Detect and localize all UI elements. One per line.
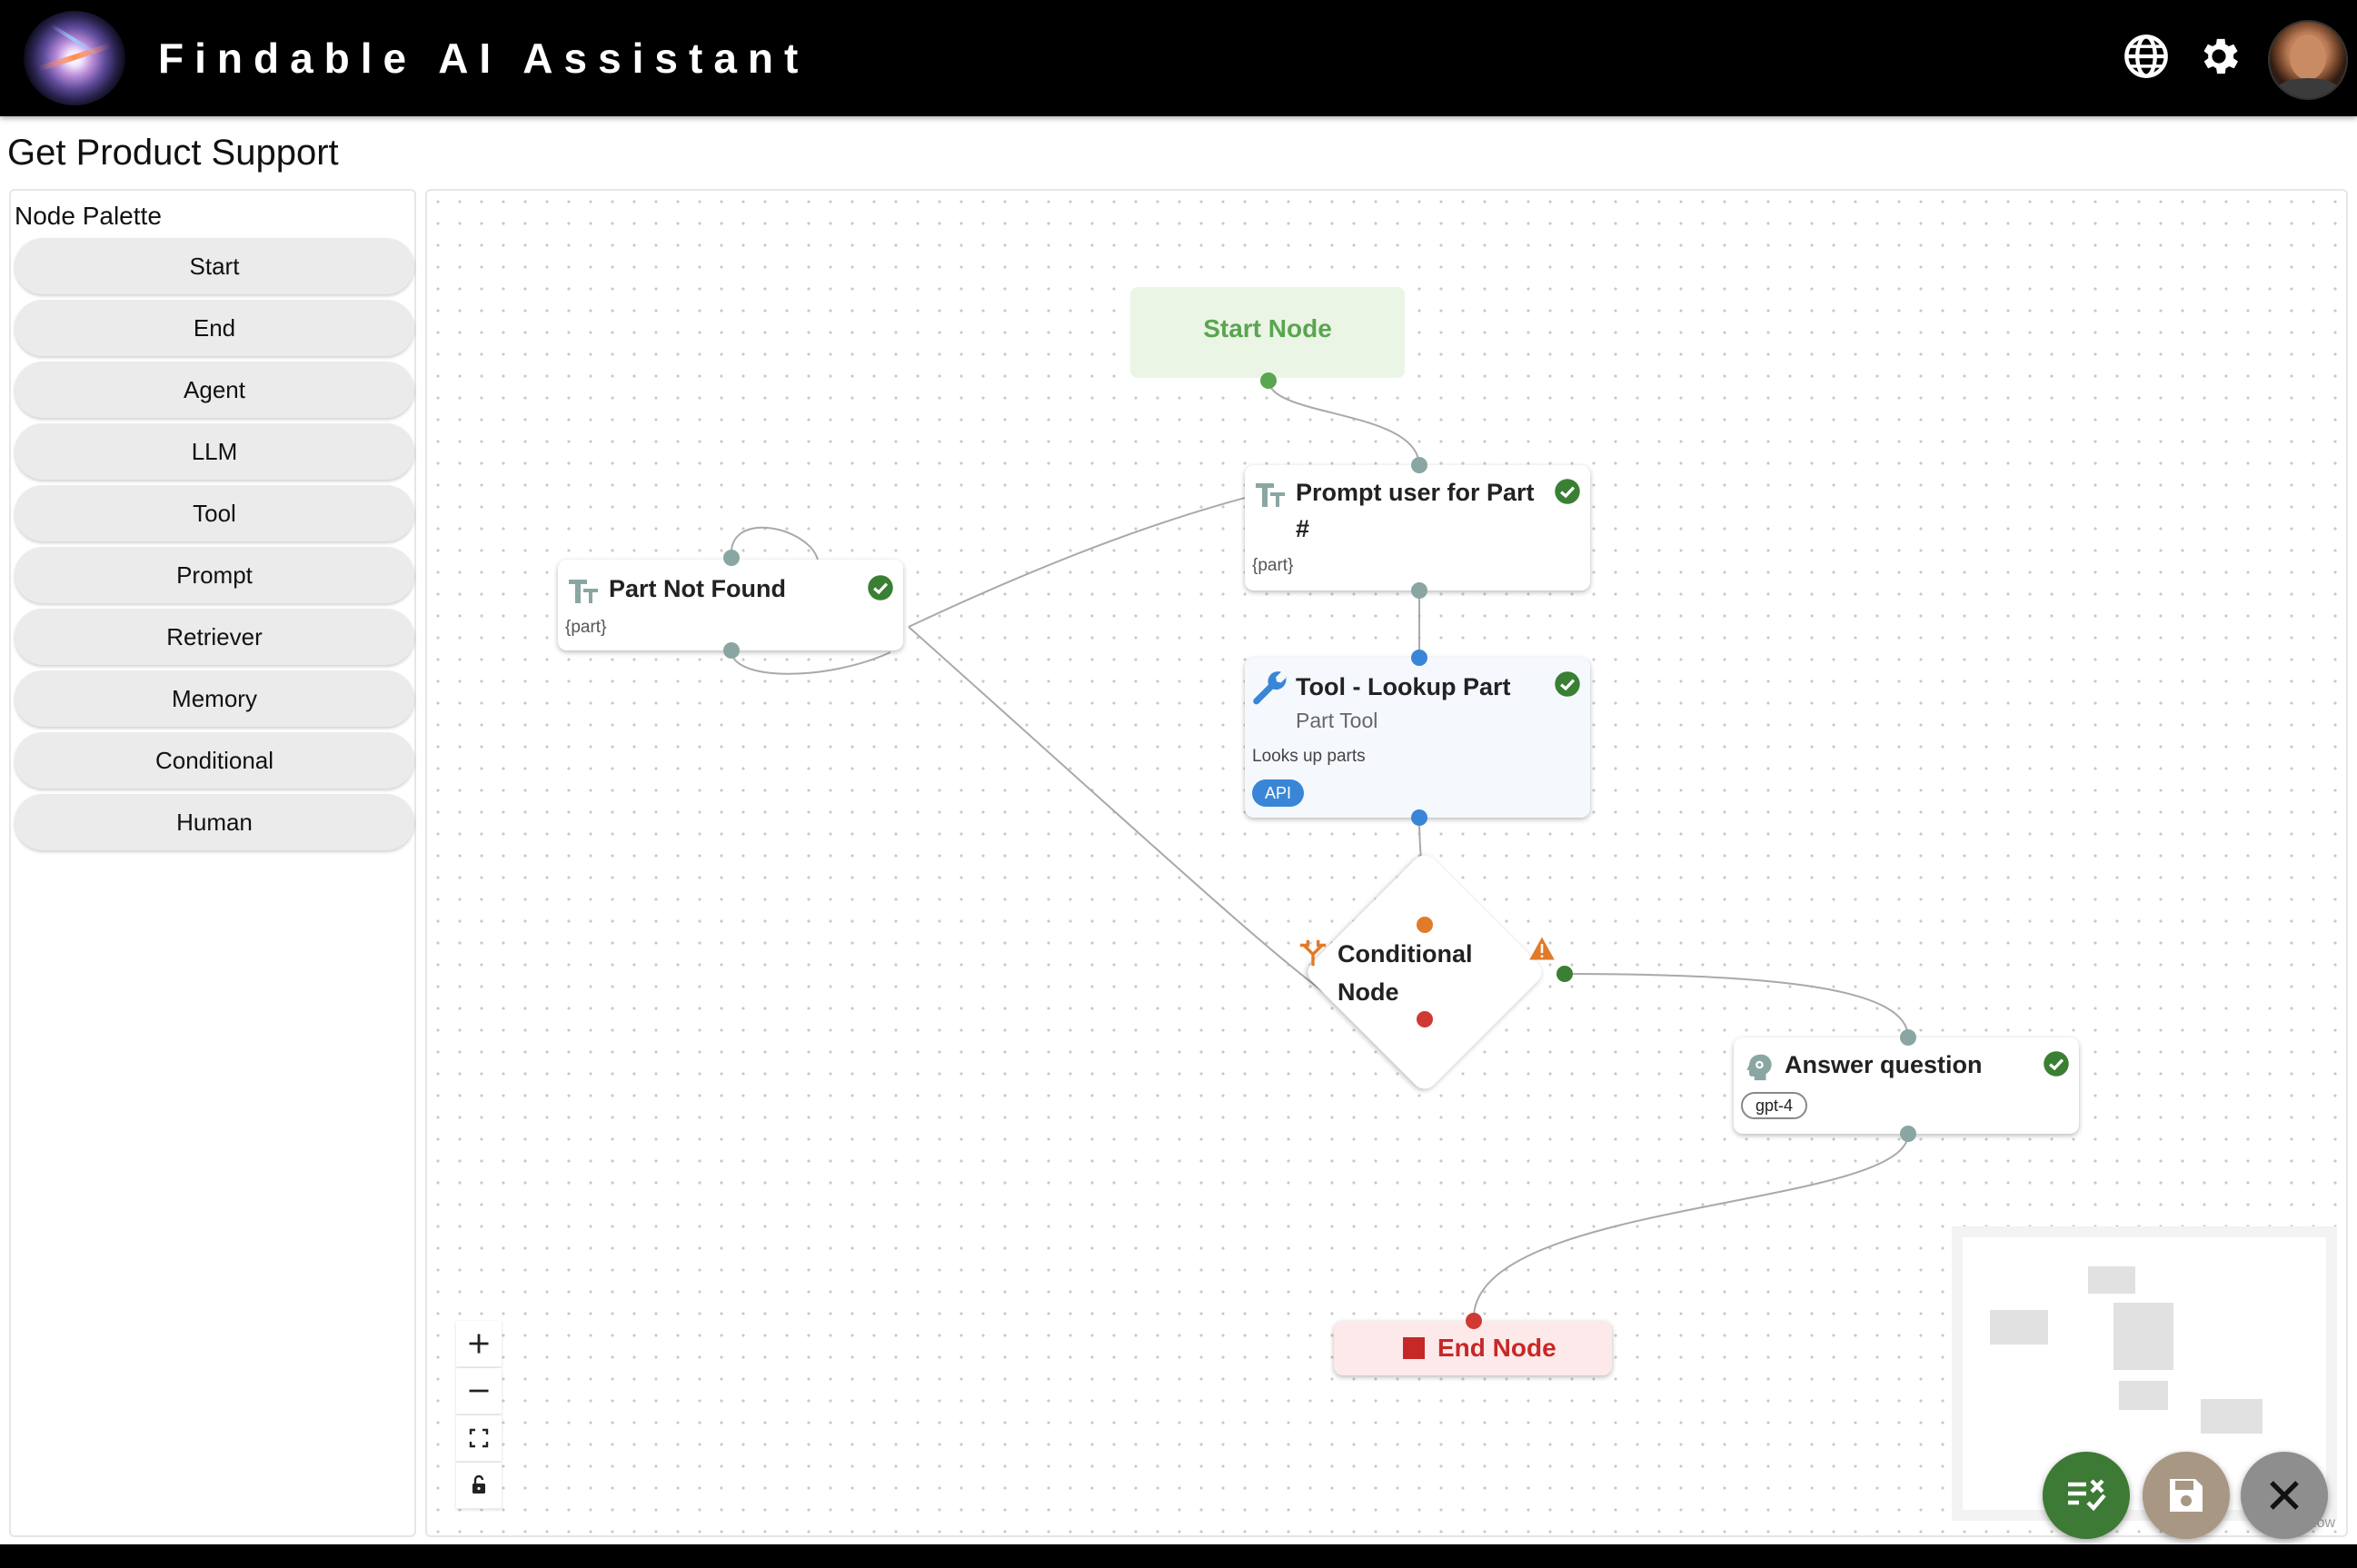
start-node-source-handle[interactable]: [1260, 372, 1277, 389]
minimap-node: [1990, 1310, 2048, 1345]
check-circle-icon: [1555, 671, 1580, 697]
flow-canvas[interactable]: Start Node Prompt user for Part # {part}…: [425, 189, 2348, 1537]
conditional-true-handle[interactable]: [1556, 966, 1573, 982]
tool-lookup-source-handle[interactable]: [1411, 809, 1427, 826]
minimap-node: [2088, 1266, 2135, 1294]
prompt-part-var: {part}: [1252, 556, 1294, 575]
palette-item-agent[interactable]: Agent: [15, 362, 414, 418]
fork-icon: [1299, 939, 1327, 967]
edge-partnotfound-loop: [731, 650, 891, 675]
tool-lookup-node[interactable]: Tool - Lookup Part Part Tool Looks up pa…: [1245, 658, 1590, 818]
start-node[interactable]: Start Node: [1130, 287, 1405, 378]
answer-node[interactable]: Answer question gpt-4: [1734, 1037, 2079, 1134]
tool-lookup-description: Looks up parts: [1252, 747, 1366, 766]
minimap-node: [2113, 1303, 2173, 1370]
fit-view-icon: [469, 1428, 489, 1448]
answer-title: Answer question: [1785, 1051, 1983, 1078]
node-palette: Node Palette Start End Agent LLM Tool Pr…: [9, 189, 416, 1537]
app-header: Findable AI Assistant: [0, 0, 2357, 116]
palette-item-retriever[interactable]: Retriever: [15, 609, 414, 665]
part-not-found-source-handle[interactable]: [723, 642, 740, 659]
edge-answer-to-end: [1473, 1133, 1909, 1316]
prompt-part-source-handle[interactable]: [1411, 582, 1427, 599]
close-icon: [2270, 1481, 2299, 1510]
end-node-target-handle[interactable]: [1466, 1313, 1482, 1329]
api-badge: API: [1252, 779, 1305, 807]
tool-lookup-title: Tool - Lookup Part: [1296, 673, 1511, 700]
palette-item-llm[interactable]: LLM: [15, 423, 414, 480]
zoom-out-button[interactable]: [456, 1368, 502, 1414]
minimap-node: [2119, 1381, 2168, 1410]
app-title: Findable AI Assistant: [158, 35, 810, 82]
save-icon: [2170, 1479, 2203, 1512]
prompt-part-title-1: Prompt user for Part: [1296, 479, 1535, 506]
part-not-found-var: {part}: [565, 618, 607, 637]
minus-icon: [469, 1389, 489, 1393]
palette-item-memory[interactable]: Memory: [15, 670, 414, 727]
palette-item-tool[interactable]: Tool: [15, 485, 414, 541]
lock-icon: [472, 1474, 485, 1494]
answer-target-handle[interactable]: [1900, 1029, 1916, 1046]
zoom-in-button[interactable]: [456, 1321, 502, 1367]
palette-item-human[interactable]: Human: [15, 794, 414, 850]
check-circle-icon: [868, 575, 893, 600]
tool-lookup-subtitle: Part Tool: [1296, 709, 1378, 732]
gear-icon[interactable]: [2195, 33, 2243, 80]
edge-conditional-to-answer: [1564, 973, 1909, 1038]
answer-source-handle[interactable]: [1900, 1126, 1916, 1142]
plus-icon: [469, 1334, 489, 1354]
check-circle-icon: [1555, 479, 1580, 504]
validate-button[interactable]: [2043, 1452, 2130, 1539]
prompt-part-target-handle[interactable]: [1411, 457, 1427, 473]
check-circle-icon: [2044, 1051, 2069, 1077]
palette-item-start[interactable]: Start: [15, 238, 414, 294]
part-not-found-node[interactable]: Part Not Found {part}: [558, 560, 903, 650]
part-not-found-target-handle[interactable]: [723, 550, 740, 566]
page-title: Get Product Support: [7, 133, 339, 173]
palette-item-conditional[interactable]: Conditional: [15, 732, 414, 789]
minimap-node: [2201, 1399, 2263, 1434]
conditional-false-handle[interactable]: [1417, 1011, 1433, 1027]
conditional-target-handle[interactable]: [1417, 917, 1433, 933]
user-avatar[interactable]: [2268, 20, 2348, 100]
tool-lookup-target-handle[interactable]: [1411, 650, 1427, 666]
wrench-icon: [1253, 671, 1287, 705]
conditional-title-1: Conditional: [1338, 940, 1473, 968]
text-icon: [569, 580, 598, 603]
prompt-part-node[interactable]: Prompt user for Part # {part}: [1245, 465, 1590, 590]
warning-icon: [1529, 937, 1555, 960]
prompt-part-title-2: #: [1296, 515, 1310, 542]
palette-item-prompt[interactable]: Prompt: [15, 547, 414, 603]
lock-button[interactable]: [456, 1463, 502, 1509]
save-button[interactable]: [2143, 1452, 2230, 1539]
stop-icon: [1403, 1337, 1425, 1359]
checklist-icon: [2068, 1479, 2106, 1512]
app-logo: [24, 11, 125, 105]
palette-title: Node Palette: [15, 202, 162, 230]
model-chip: gpt-4: [1741, 1092, 1808, 1119]
part-not-found-title: Part Not Found: [609, 575, 786, 602]
edge-partnotfound-top: [730, 526, 819, 561]
close-button[interactable]: [2241, 1452, 2328, 1539]
bottom-bar: [0, 1544, 2357, 1568]
end-node[interactable]: End Node: [1334, 1321, 1612, 1375]
fit-view-button[interactable]: [456, 1415, 502, 1462]
start-node-label: Start Node: [1203, 314, 1332, 342]
globe-icon[interactable]: [2123, 33, 2170, 80]
edge-start-to-prompt: [1268, 379, 1420, 466]
llm-icon: [1746, 1054, 1772, 1081]
conditional-title-2: Node: [1338, 978, 1399, 1006]
end-node-label: End Node: [1437, 1334, 1556, 1362]
text-icon: [1256, 483, 1285, 507]
palette-item-end[interactable]: End: [15, 300, 414, 356]
